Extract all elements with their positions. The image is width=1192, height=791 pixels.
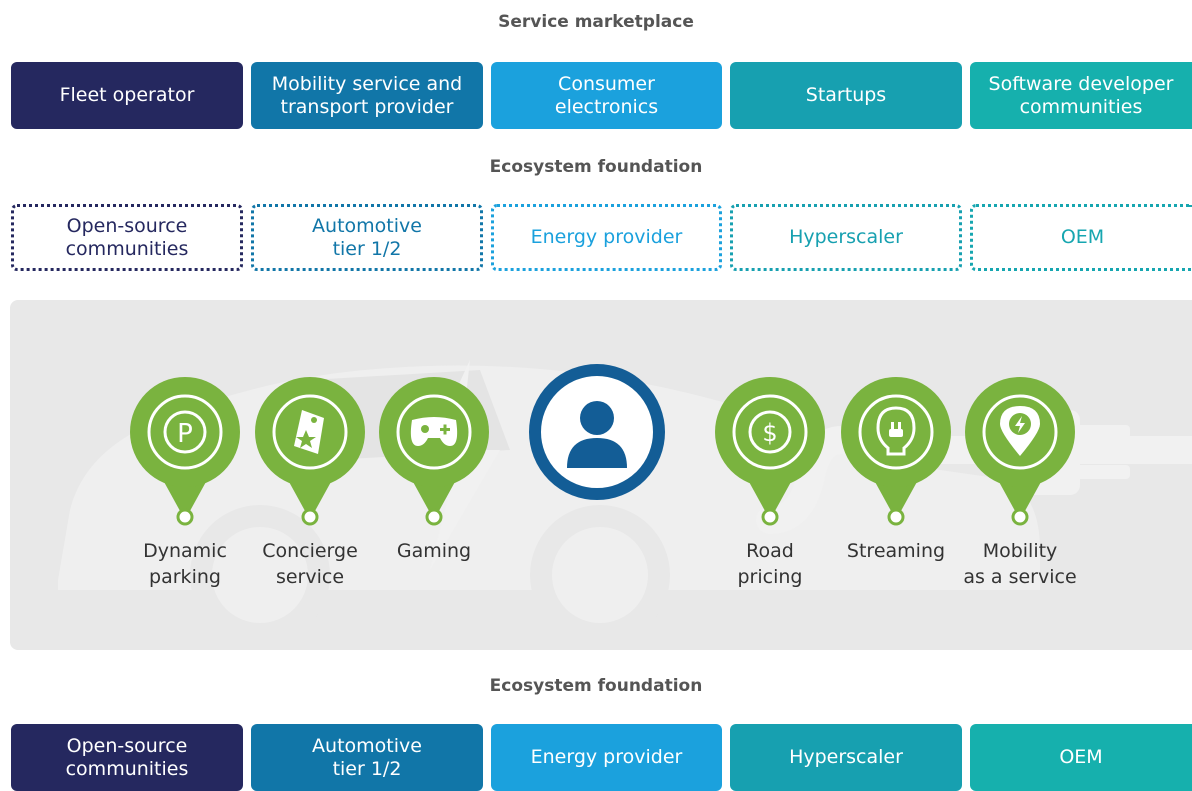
service-pin-4: $: [715, 377, 825, 526]
service-label: Road pricing: [737, 540, 803, 588]
service-label: Streaming: [846, 540, 946, 562]
service-label: Gaming: [396, 540, 472, 562]
marketplace-title: Service marketplace: [498, 12, 694, 32]
marketplace-startups: Startups: [730, 62, 962, 129]
location-bolt-icon: [1000, 406, 1040, 456]
service-pin-6: [965, 377, 1075, 526]
service-label: Concierge service: [262, 540, 358, 588]
foundation-top-open-source: Open-source communities: [11, 204, 243, 271]
gamepad-icon: [410, 417, 458, 446]
price-tag-star-icon: [294, 410, 324, 454]
service-pin-2: [255, 377, 365, 526]
foundation-top-row: Open-source communities Automotive tier …: [0, 204, 1192, 271]
service-pins: P$: [130, 364, 1075, 526]
foundation-top-automotive: Automotive tier 1/2: [251, 204, 483, 271]
foundation-top-hyperscaler: Hyperscaler: [730, 204, 962, 271]
marketplace-software-developers: Software developer communities: [970, 62, 1192, 129]
service-pin-5: [841, 377, 951, 526]
service-label: Dynamic parking: [143, 540, 227, 588]
foundation-bottom-row: Open-source communities Automotive tier …: [0, 724, 1192, 791]
service-pin-1: P: [130, 377, 240, 526]
foundation-bottom-energy: Energy provider: [491, 724, 722, 791]
foundation-top-oem: OEM: [970, 204, 1192, 271]
marketplace-row: Fleet operator Mobility service and tran…: [0, 62, 1192, 129]
foundation-bottom-oem: OEM: [970, 724, 1192, 791]
svg-text:$: $: [762, 419, 777, 447]
car-wheel-right-icon: [530, 505, 670, 645]
plug-bulb-icon: [876, 406, 916, 456]
foundation-bottom-hyperscaler: Hyperscaler: [730, 724, 962, 791]
foundation-bottom-automotive: Automotive tier 1/2: [251, 724, 483, 791]
marketplace-consumer-electronics: Consumer electronics: [491, 62, 722, 129]
vehicle-illustration: P$: [58, 360, 1192, 645]
parking-icon: P: [163, 410, 207, 454]
foundation-bottom-title: Ecosystem foundation: [489, 676, 703, 696]
foundation-bottom-open-source: Open-source communities: [11, 724, 243, 791]
marketplace-fleet-operator: Fleet operator: [11, 62, 243, 129]
user-icon: [529, 364, 665, 500]
marketplace-mobility-provider: Mobility service and transport provider: [251, 62, 483, 129]
dollar-icon: $: [748, 410, 792, 454]
foundation-top-title: Ecosystem foundation: [489, 157, 703, 177]
car-wheel-left-icon: [190, 505, 330, 645]
service-pin-3: [379, 377, 489, 526]
svg-text:P: P: [177, 419, 193, 449]
service-label: Mobility as a service: [963, 540, 1077, 588]
foundation-top-energy: Energy provider: [491, 204, 722, 271]
